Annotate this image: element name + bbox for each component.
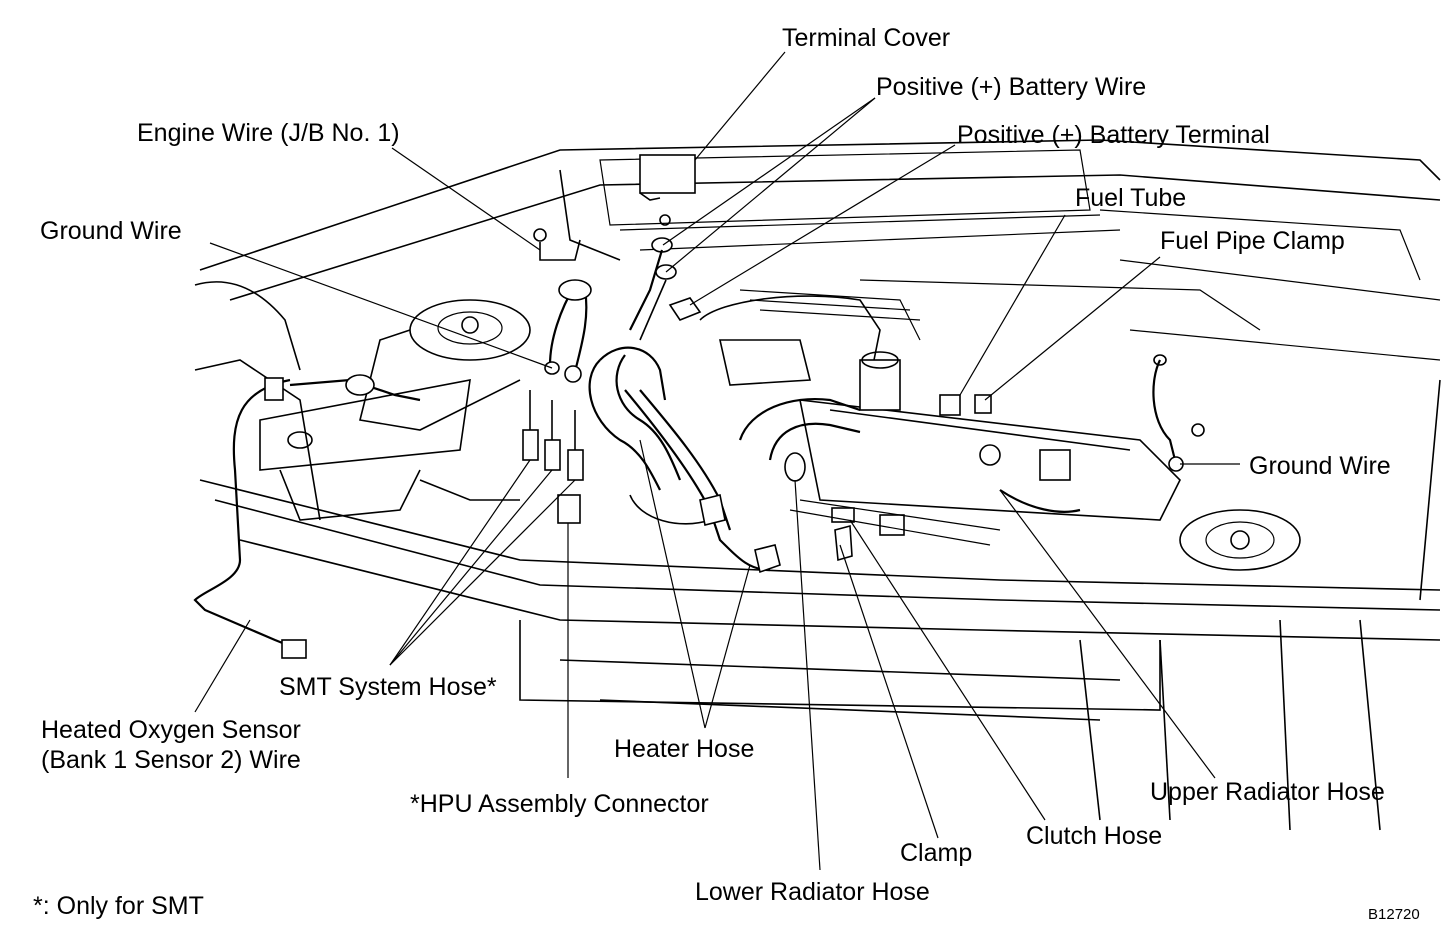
label-ground-wire-right: Ground Wire (1249, 452, 1391, 480)
footnote: *: Only for SMT (33, 892, 204, 920)
right-ground-wire (1152, 354, 1205, 472)
label-heated-oxygen-sensor-line1: Heated Oxygen Sensor (41, 716, 301, 744)
label-positive-battery-terminal: Positive (+) Battery Terminal (957, 121, 1270, 149)
label-lower-radiator-hose: Lower Radiator Hose (695, 878, 930, 906)
cross-member (259, 379, 520, 521)
figure-code: B12720 (1368, 906, 1420, 923)
strut-tower-left (359, 299, 531, 431)
heater-hose-drawing (588, 346, 781, 574)
engine-wire-area (522, 228, 592, 524)
label-ground-wire-left: Ground Wire (40, 217, 182, 245)
oxygen-sensor-wire (193, 374, 421, 659)
label-hpu-assembly-connector: *HPU Assembly Connector (410, 790, 709, 818)
label-smt-system-hose: SMT System Hose* (279, 673, 497, 701)
label-terminal-cover: Terminal Cover (782, 24, 951, 52)
label-upper-radiator-hose: Upper Radiator Hose (1150, 778, 1385, 806)
label-heater-hose: Heater Hose (614, 735, 755, 763)
label-engine-wire: Engine Wire (J/B No. 1) (137, 119, 400, 147)
lower-components (789, 499, 1001, 562)
label-fuel-tube: Fuel Tube (1075, 184, 1187, 212)
leader-lines (194, 51, 1240, 871)
strut-tower-right (1179, 509, 1301, 571)
label-fuel-pipe-clamp: Fuel Pipe Clamp (1160, 227, 1345, 255)
label-clamp: Clamp (900, 839, 973, 867)
engine-block (699, 289, 1181, 521)
label-positive-battery-wire: Positive (+) Battery Wire (876, 73, 1147, 101)
label-heated-oxygen-sensor-line2: (Bank 1 Sensor 2) Wire (41, 746, 301, 774)
label-clutch-hose: Clutch Hose (1026, 822, 1163, 850)
